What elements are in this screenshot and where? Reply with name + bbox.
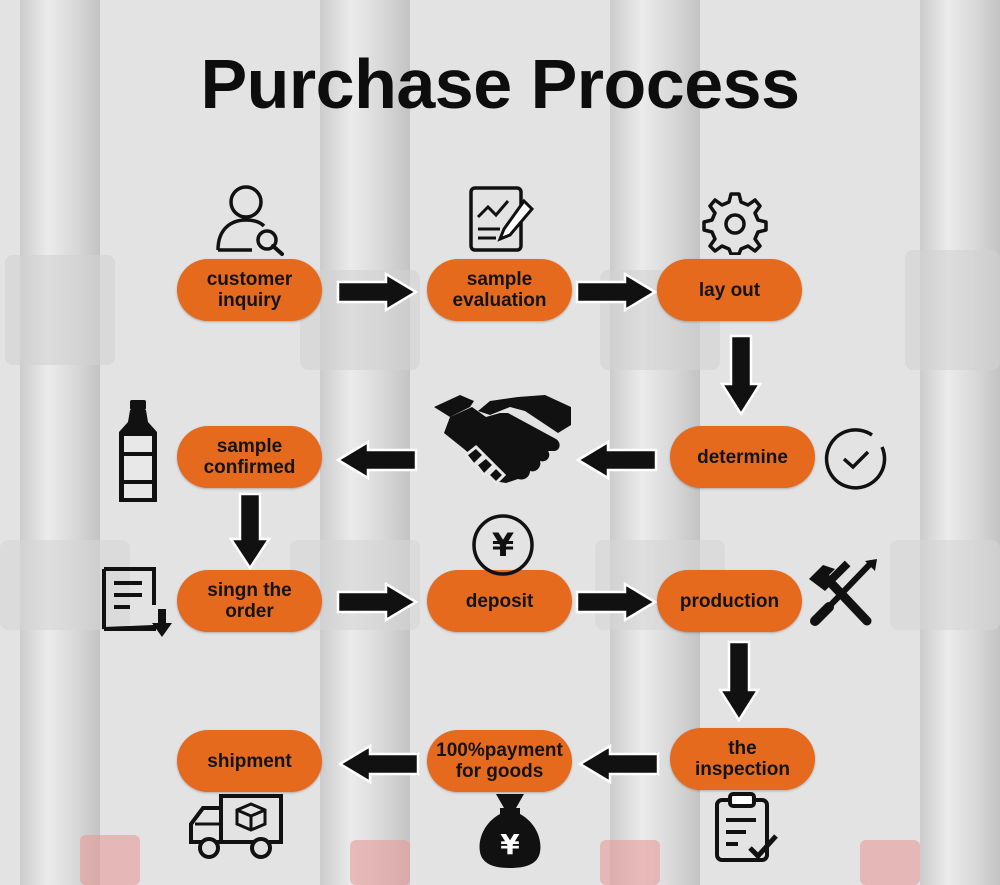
order-download-icon (102, 567, 172, 637)
step-sign-the-order: singn the order (177, 570, 322, 632)
yen-symbol: ¥ (500, 828, 520, 861)
step-label: singn the order (207, 580, 292, 622)
arrow-left-icon (576, 440, 658, 480)
money-bag-icon: ¥ (479, 794, 541, 868)
step-label: sample confirmed (203, 436, 296, 478)
page-title: Purchase Process (200, 45, 800, 123)
arrow-down-icon (229, 492, 271, 570)
arrow-down-icon (720, 334, 762, 416)
delivery-truck-icon (189, 794, 283, 859)
step-payment-for-goods: 100%payment for goods (427, 730, 572, 792)
step-shipment: shipment (177, 730, 322, 792)
step-label: the inspection (694, 738, 790, 780)
arrow-left-icon (578, 744, 660, 784)
step-label: 100%payment for goods (436, 740, 563, 782)
handshake-icon (434, 395, 571, 486)
yen-symbol: ¥ (492, 526, 514, 564)
arrow-down-icon (718, 640, 760, 722)
step-lay-out: lay out (657, 259, 802, 321)
report-edit-icon (469, 186, 535, 252)
step-label: deposit (465, 590, 534, 612)
arrow-right-icon (575, 582, 657, 622)
step-customer-inquiry: customer inquiry (177, 259, 322, 321)
arrow-right-icon (336, 582, 418, 622)
step-production: production (657, 570, 802, 632)
yen-coin-icon: ¥ (472, 514, 534, 576)
step-label: customer inquiry (206, 269, 293, 311)
check-circle-icon (824, 428, 887, 490)
gear-icon (702, 192, 768, 255)
step-label: production (679, 590, 780, 612)
bottle-icon (119, 400, 157, 502)
step-label: sample evaluation (452, 269, 547, 311)
step-label: lay out (698, 279, 761, 301)
step-the-inspection: the inspection (670, 728, 815, 790)
step-deposit: deposit (427, 570, 572, 632)
step-label: shipment (207, 750, 292, 772)
arrow-left-icon (338, 744, 420, 784)
arrow-left-icon (336, 440, 418, 480)
step-sample-confirmed: sample confirmed (177, 426, 322, 488)
user-search-icon (216, 185, 284, 256)
clipboard-check-icon (715, 792, 778, 862)
step-label: determine (697, 446, 788, 468)
arrow-right-icon (575, 272, 657, 312)
step-determine: determine (670, 426, 815, 488)
step-sample-evaluation: sample evaluation (427, 259, 572, 321)
tools-icon (809, 559, 877, 626)
arrow-right-icon (336, 272, 418, 312)
